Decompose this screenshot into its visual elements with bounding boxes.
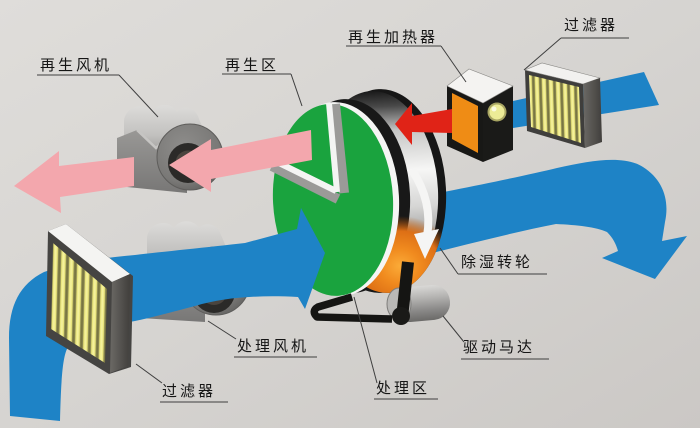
heater-front-face [483, 86, 513, 162]
rotation-arrow-head [414, 229, 439, 259]
filter-top-side [583, 78, 602, 148]
drive-belt-lower [310, 293, 393, 323]
label-regen-heater: 再生加热器 [348, 28, 439, 46]
heater-left-face [452, 93, 478, 153]
leader-process-zone [353, 296, 378, 384]
heater-top-face [446, 68, 514, 104]
leader-filter-top [523, 37, 562, 71]
label-regen-zone: 再生区 [225, 56, 280, 74]
regen-air-to-fan-arrow [169, 130, 312, 192]
label-filter-bottom: 过滤器 [162, 382, 217, 400]
label-process-zone: 处理区 [376, 379, 431, 397]
leader-regen-fan [118, 74, 159, 118]
leader-rotor [439, 247, 459, 275]
filter-bottom-media [51, 243, 107, 363]
filter-bottom-side [110, 274, 130, 373]
leader-regen-zone [290, 73, 303, 107]
drive-assembly [310, 167, 451, 325]
label-drive-motor: 驱动马达 [463, 338, 536, 356]
heater-lamp-highlight [491, 106, 497, 112]
rotation-arrow [408, 167, 433, 237]
regen-air-exhaust-arrow [14, 151, 134, 213]
label-rotor-wheel: 除湿转轮 [461, 253, 534, 271]
process-air-outlet-arrow [395, 159, 687, 279]
regen-heater-unit [446, 68, 514, 162]
belt-pulley [392, 307, 410, 325]
annotation-lines [37, 37, 629, 403]
regen-sector-wedge-shadow-v [330, 103, 349, 194]
filter-top-unit [524, 62, 602, 148]
leader-filter-bottom [135, 363, 163, 384]
leader-motor [442, 315, 465, 343]
label-filter-top: 过滤器 [564, 16, 619, 34]
regen-sector-wedge-v [326, 102, 340, 193]
heater-lamp [489, 104, 505, 120]
filter-bottom-unit [46, 224, 133, 374]
filter-bottom-topface [48, 224, 130, 282]
leader-process-fan [207, 320, 237, 340]
label-process-fan: 处理风机 [237, 337, 310, 355]
leader-regen-heater [440, 45, 467, 83]
label-regen-fan: 再生风机 [40, 56, 113, 74]
regen-hot-air-arrow [395, 103, 452, 145]
regen-sector-wedge-shadow-d [269, 161, 341, 204]
filter-top-media [529, 75, 581, 143]
